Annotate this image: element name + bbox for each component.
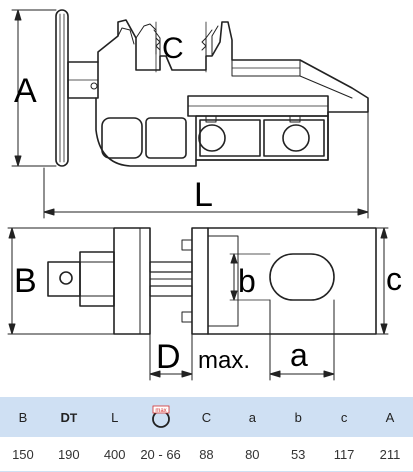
base-slot: [269, 253, 335, 301]
fixed-jaw: [191, 227, 209, 335]
max-icon-text: max: [155, 408, 166, 414]
dim-label-a: a: [290, 337, 308, 373]
header-B: B: [0, 397, 46, 437]
dim-label-C: C: [162, 32, 184, 65]
bolt-hole: [282, 124, 310, 152]
dim-label-b: b: [238, 263, 256, 299]
handle-stub: [47, 261, 81, 297]
top-view: [47, 227, 377, 335]
handle-hole: [59, 271, 73, 285]
value-C: 88: [183, 437, 230, 472]
value-DT: 190: [45, 437, 92, 472]
body-pocket: [101, 117, 143, 159]
t-screw-icon: T: [69, 410, 78, 425]
handle-bar: [55, 9, 69, 167]
header-L: L: [91, 397, 138, 437]
header-DT: DT: [45, 397, 92, 437]
dim-label-c: c: [386, 261, 402, 297]
header-max-opening: max: [137, 397, 184, 437]
dim-label-A: A: [14, 72, 37, 110]
side-view: [55, 9, 369, 167]
spec-table-values-row: 150 190 400 20 - 66 88 80 53 117 211: [0, 437, 413, 472]
dim-label-max: max.: [198, 347, 250, 374]
value-c: 117: [321, 437, 367, 472]
spec-table: B DT L max C a b c A 150 190 400 20 - 66…: [0, 397, 413, 472]
value-A: 211: [367, 437, 413, 472]
dim-label-L: L: [194, 176, 213, 214]
value-b: 53: [275, 437, 322, 472]
header-a: a: [229, 397, 276, 437]
value-B: 150: [0, 437, 46, 472]
header-b: b: [275, 397, 322, 437]
movable-jaw: [113, 227, 151, 335]
max-opening-icon: max: [151, 405, 170, 428]
header-A: A: [367, 397, 413, 437]
header-D: D: [60, 409, 70, 425]
header-c: c: [321, 397, 367, 437]
value-a: 80: [229, 437, 276, 472]
header-C: C: [183, 397, 230, 437]
value-L: 400: [91, 437, 138, 472]
dim-label-B: B: [14, 262, 37, 300]
side-view-dimensions: [11, 9, 369, 219]
spec-table-header-row: B DT L max C a b c A: [0, 397, 413, 437]
value-max-opening: 20 - 66: [137, 437, 184, 472]
vise-technical-drawing: A C L B b c D max. a: [7, 9, 402, 381]
top-view-dimensions: [7, 227, 389, 381]
body-pocket: [145, 117, 187, 159]
bolt-hole: [198, 124, 226, 152]
vise-base: [207, 227, 377, 335]
dim-label-D: D: [156, 338, 181, 376]
